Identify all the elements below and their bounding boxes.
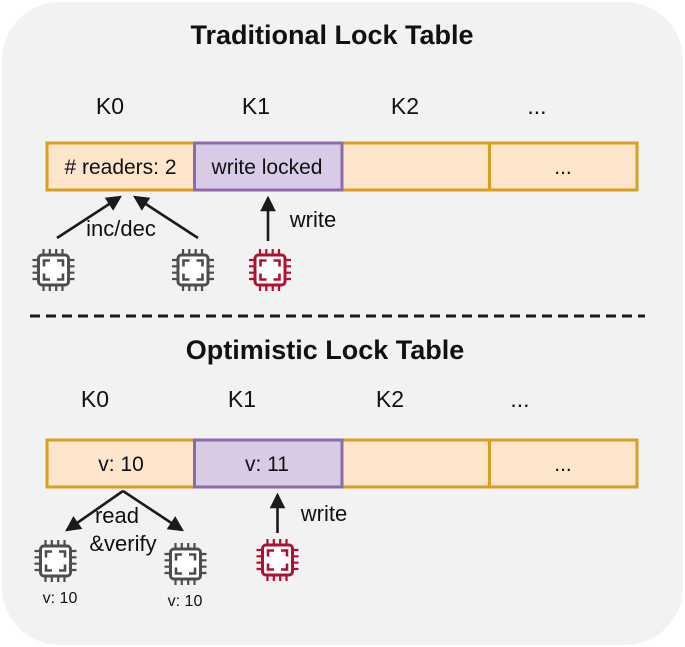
traditional-header-k0: K0 xyxy=(96,93,124,119)
optimistic-cell-more xyxy=(488,438,639,489)
optimistic-header-k2: K2 xyxy=(376,386,404,412)
read-verify-label-line1: read xyxy=(95,503,139,528)
optimistic-cell-k0 xyxy=(45,438,196,489)
traditional-title: Traditional Lock Table xyxy=(190,20,473,50)
traditional-header-k1: K1 xyxy=(242,93,270,119)
traditional-header-k2: K2 xyxy=(391,93,419,119)
traditional-cell-k2 xyxy=(340,141,491,192)
traditional-cell-more-text: ... xyxy=(554,156,572,179)
optimistic-cell-more-text: ... xyxy=(554,453,572,476)
traditional-reader-arrow-left xyxy=(56,195,122,240)
optimistic-cell-k0-text: v: 10 xyxy=(98,453,144,476)
optimistic-header-more: ... xyxy=(510,386,529,412)
read-verify-label-line2: &verify xyxy=(89,531,156,556)
optimistic-write-label: write xyxy=(300,501,347,526)
optimistic-cell-k2 xyxy=(340,438,491,489)
traditional-cell-k1-text: write locked xyxy=(211,156,323,179)
inc-dec-label: inc/dec xyxy=(86,216,156,241)
reader-version-label-1: v: 10 xyxy=(43,590,78,607)
optimistic-reader-arrow-left xyxy=(65,489,124,532)
reader-cpu-icon-4 xyxy=(163,541,208,587)
optimistic-header-k1: K1 xyxy=(228,386,256,412)
writer-cpu-icon-2 xyxy=(255,537,300,583)
optimistic-reader-arrow-right xyxy=(122,489,184,532)
optimistic-header-k0: K0 xyxy=(81,386,109,412)
writer-cpu-icon-1 xyxy=(247,247,293,293)
traditional-write-label: write xyxy=(289,207,336,232)
traditional-cell-more xyxy=(488,141,639,192)
traditional-reader-arrow-right xyxy=(133,195,199,240)
traditional-header-more: ... xyxy=(527,93,546,119)
optimistic-title: Optimistic Lock Table xyxy=(186,335,465,365)
optimistic-cell-k1-locked xyxy=(193,438,344,489)
traditional-cell-k0-text: # readers: 2 xyxy=(64,156,176,179)
reader-version-label-2: v: 10 xyxy=(168,593,203,610)
reader-cpu-icon-2 xyxy=(170,247,216,293)
reader-cpu-icon-1 xyxy=(31,247,76,293)
traditional-cell-k1-locked xyxy=(193,141,344,192)
optimistic-cell-k1-text: v: 11 xyxy=(245,453,289,476)
reader-cpu-icon-3 xyxy=(33,538,78,584)
